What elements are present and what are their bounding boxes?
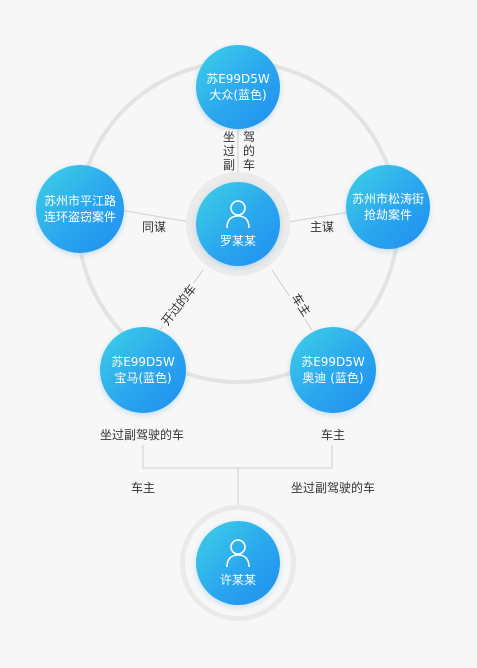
center-person-name: 罗某某 <box>219 234 256 248</box>
relation-left: 同谋 <box>140 220 169 234</box>
node-bottomright-line2: 奥迪 (蓝色) <box>302 371 364 385</box>
link-center-right <box>287 211 351 223</box>
person-icon <box>226 539 250 568</box>
node-left-line1: 苏州市平江路 <box>43 194 116 208</box>
bottom-person-name: 许某某 <box>219 573 256 587</box>
relation-right: 主谋 <box>308 220 337 234</box>
node-bottomright-line1: 苏E99D5W <box>301 355 365 369</box>
relation-top-right: 驾的车 <box>242 130 256 172</box>
link-bottom-bracket <box>142 445 333 469</box>
caption-bottomleft-upper: 坐过副驾驶的车 <box>100 428 185 442</box>
node-top-line2: 大众(蓝色) <box>209 88 267 102</box>
relation-top-left: 坐过副 <box>222 130 236 172</box>
center-person-node[interactable]: 罗某某 <box>196 182 280 266</box>
node-right-line2: 抢劫案件 <box>363 208 412 222</box>
caption-bottomright-lower: 坐过副驾驶的车 <box>291 481 376 495</box>
node-top-car[interactable]: 苏E99D5W 大众(蓝色) <box>196 45 280 129</box>
link-center-left <box>119 209 191 223</box>
node-right-case[interactable]: 苏州市松涛街 抢劫案件 <box>346 165 430 249</box>
node-bottomleft-line1: 苏E99D5W <box>111 355 175 369</box>
node-bottomleft-car[interactable]: 苏E99D5W 宝马(蓝色) <box>100 327 186 413</box>
node-bottomright-car[interactable]: 苏E99D5W 奥迪 (蓝色) <box>290 327 376 413</box>
node-top-line1: 苏E99D5W <box>206 72 270 86</box>
node-bottomleft-line2: 宝马(蓝色) <box>114 371 172 385</box>
bottom-person-node[interactable]: 许某某 <box>196 521 280 605</box>
node-left-line2: 连环盗窃案件 <box>43 210 116 224</box>
person-icon <box>226 200 250 229</box>
node-right-line1: 苏州市松涛街 <box>351 192 424 206</box>
caption-bottomleft-lower: 车主 <box>131 481 156 495</box>
caption-bottomright-upper: 车主 <box>321 428 346 442</box>
node-left-case[interactable]: 苏州市平江路 连环盗窃案件 <box>36 165 124 253</box>
